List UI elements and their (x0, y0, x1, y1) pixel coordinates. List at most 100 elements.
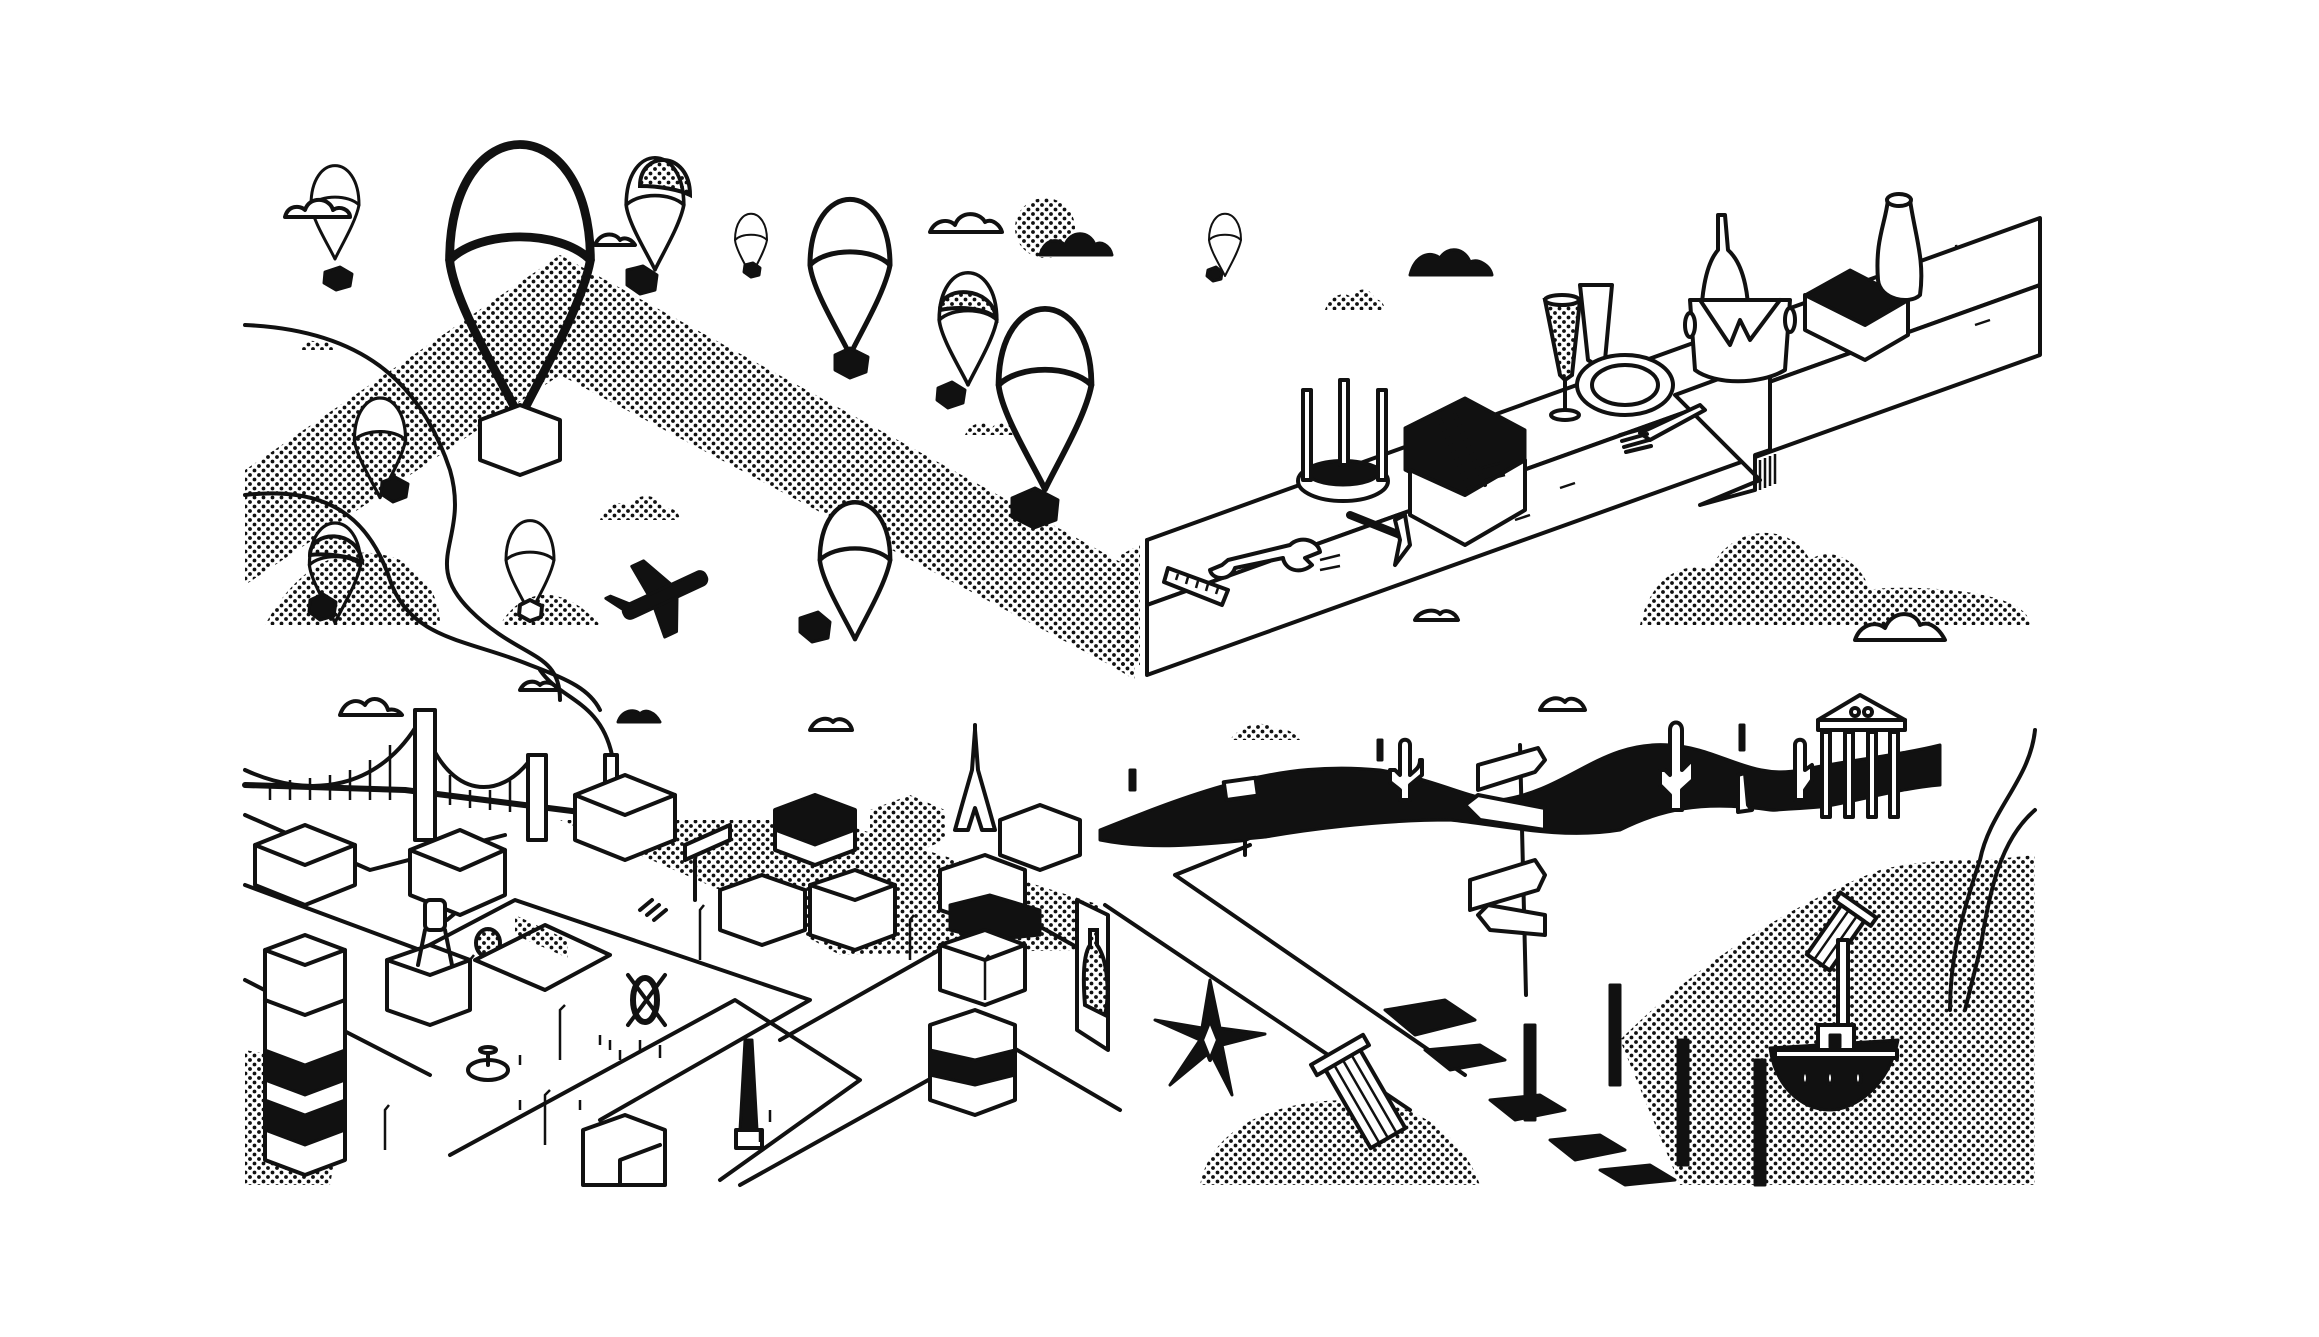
hex-building-tower (263, 933, 347, 1177)
champagne-flute (1578, 283, 1614, 367)
greek-temple (1816, 693, 1907, 819)
cloud (283, 197, 352, 219)
parachute (810, 199, 890, 355)
cloud (338, 697, 404, 717)
pier (1383, 983, 1767, 1187)
ruler-ticks (1174, 573, 1220, 595)
bucket-handle (1783, 306, 1797, 334)
fallen-column (1804, 890, 1879, 973)
hex-building (573, 773, 677, 862)
parachute-canopy-dots (937, 290, 999, 324)
vase (1875, 198, 1924, 302)
hex-buildings-center (718, 793, 1082, 1117)
cloud-black (1408, 248, 1494, 277)
cactus (1658, 720, 1695, 812)
parachute-crate (742, 261, 762, 279)
table-front-face (1145, 283, 2042, 677)
suspension-bridge (242, 708, 583, 842)
flute-base (1549, 408, 1581, 422)
cloud (593, 232, 637, 247)
champagne-flute (1542, 298, 1583, 383)
stool-leg (1338, 378, 1350, 467)
monogram-sculpture (626, 973, 667, 1027)
table-runner-fringe (1758, 454, 1777, 490)
cloud-black (1038, 232, 1114, 257)
street-lamps (383, 904, 990, 1150)
smoke-trail (538, 668, 614, 757)
flute-rim (1543, 293, 1581, 307)
bucket-napkin (1698, 298, 1782, 347)
toolbox-handle (1453, 413, 1487, 487)
broken-column (1736, 771, 1754, 814)
stool-leg (1301, 388, 1313, 482)
ice-bucket (1688, 298, 1792, 384)
billboard-bottle (1075, 898, 1110, 1052)
fountain (466, 1045, 510, 1082)
desert-coast-scene (1098, 693, 2037, 1187)
halftone-band (245, 255, 1135, 680)
parachute (937, 270, 999, 387)
parachute (820, 502, 890, 639)
parachute-crate (307, 592, 338, 622)
hammer-head (1393, 513, 1412, 567)
sea-halftone (1620, 855, 2035, 1185)
airplane-icon (604, 559, 709, 639)
table-side-halftone (1120, 545, 1140, 670)
parachute-crate (517, 598, 544, 623)
cactus (1388, 737, 1424, 802)
parachute-crate (833, 346, 870, 380)
steamboat (1768, 938, 1900, 1112)
cloud-halftone (965, 422, 1015, 435)
hex-building-small (581, 1113, 667, 1187)
parachute-crate (379, 475, 410, 504)
hammer-handle (1346, 511, 1404, 539)
black-hills (1098, 743, 1942, 848)
cloud (1538, 696, 1587, 712)
parachute-crate (935, 380, 967, 410)
cloud (1853, 612, 1947, 642)
halftone-hill (500, 594, 600, 625)
parachute-crate (625, 264, 659, 296)
fork-icon (1638, 403, 1707, 442)
cloud-halftone (1640, 532, 2030, 625)
eiffel-tower (953, 723, 997, 832)
parachute-crate (1205, 265, 1224, 283)
billboard (683, 823, 732, 902)
roadside-sign (1221, 775, 1260, 803)
cloud-halftone (1325, 289, 1385, 310)
wrench-icon (1208, 537, 1322, 580)
fork-tines (1618, 426, 1653, 454)
river (243, 323, 562, 702)
gift-box (1803, 293, 1910, 362)
parachute-crate (322, 265, 354, 292)
signpost (1463, 743, 1547, 997)
cactus-small (1128, 723, 1746, 792)
city-scene (242, 668, 1122, 1187)
cloud (928, 212, 1004, 234)
vase-rim (1885, 192, 1913, 208)
cloud (808, 716, 854, 732)
cloud-halftone (1230, 723, 1300, 740)
table-scene (1120, 192, 2042, 677)
cloud-halftone (600, 495, 680, 520)
cloud-black (616, 709, 662, 724)
cloud-halftone (300, 340, 335, 350)
sky-scene (243, 145, 1242, 712)
bucket-handle (1683, 311, 1697, 339)
parachute-crate (1010, 486, 1060, 530)
plate-inner (1590, 363, 1660, 407)
sea-halftone (1200, 1100, 1480, 1185)
parachute-crate (478, 403, 562, 477)
obelisk (734, 1038, 764, 1150)
toolbox (1408, 458, 1527, 547)
parachute (999, 309, 1092, 490)
stool-leg (1376, 388, 1388, 482)
tennis-court (473, 915, 612, 992)
parachute-crate (798, 610, 832, 644)
hex-building-water-tower (385, 898, 472, 1027)
parachute-canopy-dots (307, 534, 365, 566)
cloud (1413, 608, 1460, 622)
cactus (1793, 737, 1814, 802)
pedestrians (518, 1035, 772, 1142)
